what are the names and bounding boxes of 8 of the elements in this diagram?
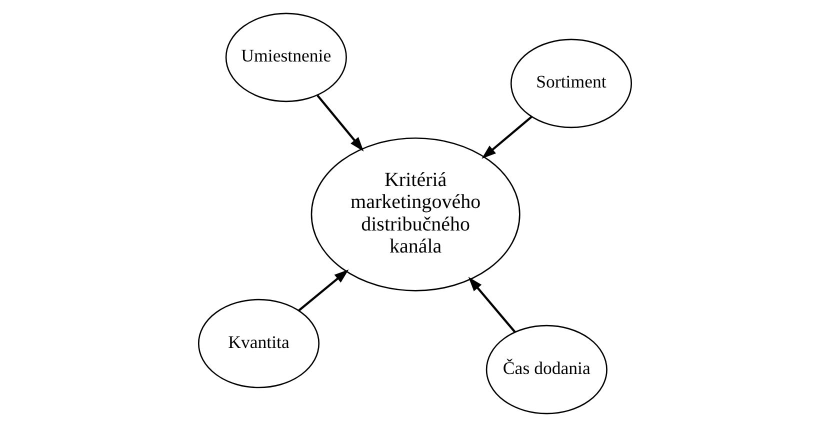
node-ellipse: Sortiment: [510, 38, 632, 128]
arrow: [316, 94, 364, 151]
node-ellipse: Čas dodania: [485, 324, 607, 414]
arrow: [468, 276, 516, 332]
arrow: [481, 115, 532, 158]
node-ellipse: Kvantita: [197, 298, 320, 388]
arrow: [298, 268, 348, 311]
node-ellipse: Umiestnenie: [224, 12, 346, 102]
